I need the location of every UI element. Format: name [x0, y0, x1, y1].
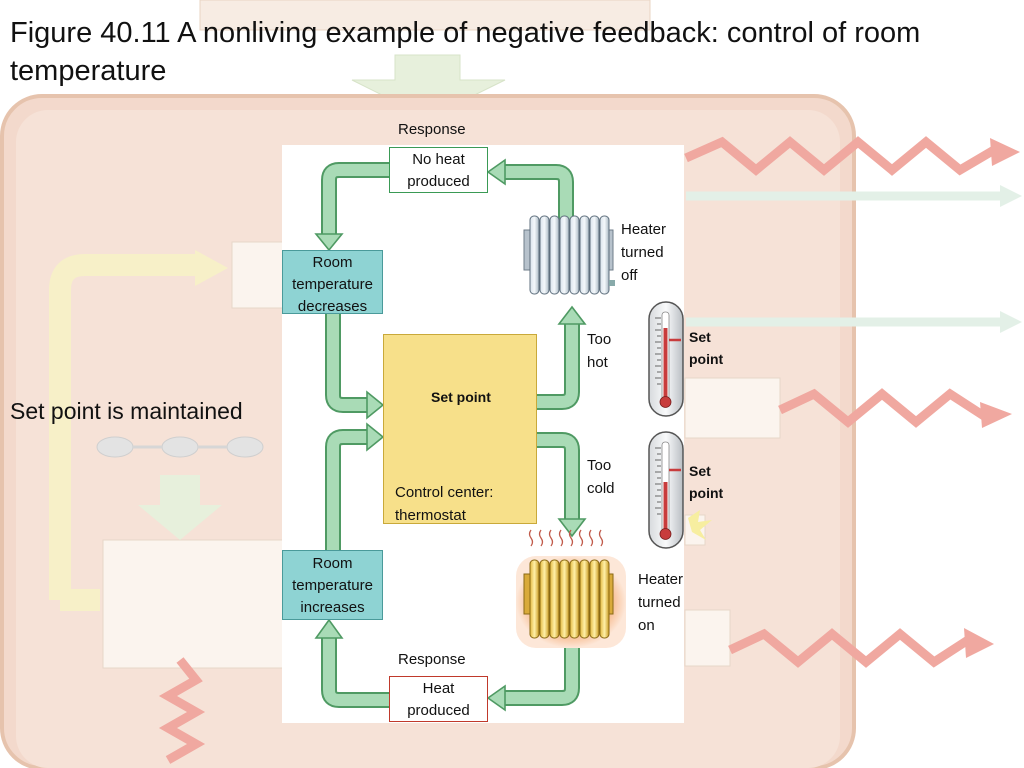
too-hot-label: Too hot — [587, 331, 612, 371]
thermometer-too-hot-icon — [648, 301, 684, 417]
arrow-heads — [314, 158, 587, 712]
set-point-maintained-note: Set point is maintained — [10, 398, 243, 424]
radiator-on-icon — [516, 529, 626, 648]
room-temperature-decreases-box: Room temperature decreases — [282, 250, 383, 315]
radiator-off-icon — [523, 215, 615, 295]
response-bottom-caption: Response — [398, 651, 466, 668]
figure-title: Figure 40.11 A nonliving example of nega… — [10, 17, 921, 87]
response-no-heat-box: No heat produced — [389, 147, 488, 193]
heater-off-label: Heater turned off — [621, 221, 667, 284]
control-center-box — [383, 334, 537, 524]
response-heat-produced-box: Heat produced — [389, 676, 488, 722]
set-point-too-cold-label: Set point — [689, 463, 724, 501]
response-top-caption: Response — [398, 121, 466, 138]
set-point-too-hot-label: Set point — [689, 329, 724, 367]
control-center-label: Control center: thermostat — [395, 484, 494, 524]
heater-on-label: Heater turned on — [638, 571, 684, 634]
room-temperature-increases-box: Room temperature increases — [282, 550, 383, 620]
loop-arrows — [321, 162, 580, 708]
thermometer-too-cold-icon — [648, 431, 684, 549]
too-cold-label: Too cold — [587, 457, 615, 497]
set-point-main-label: Set point — [431, 389, 491, 405]
